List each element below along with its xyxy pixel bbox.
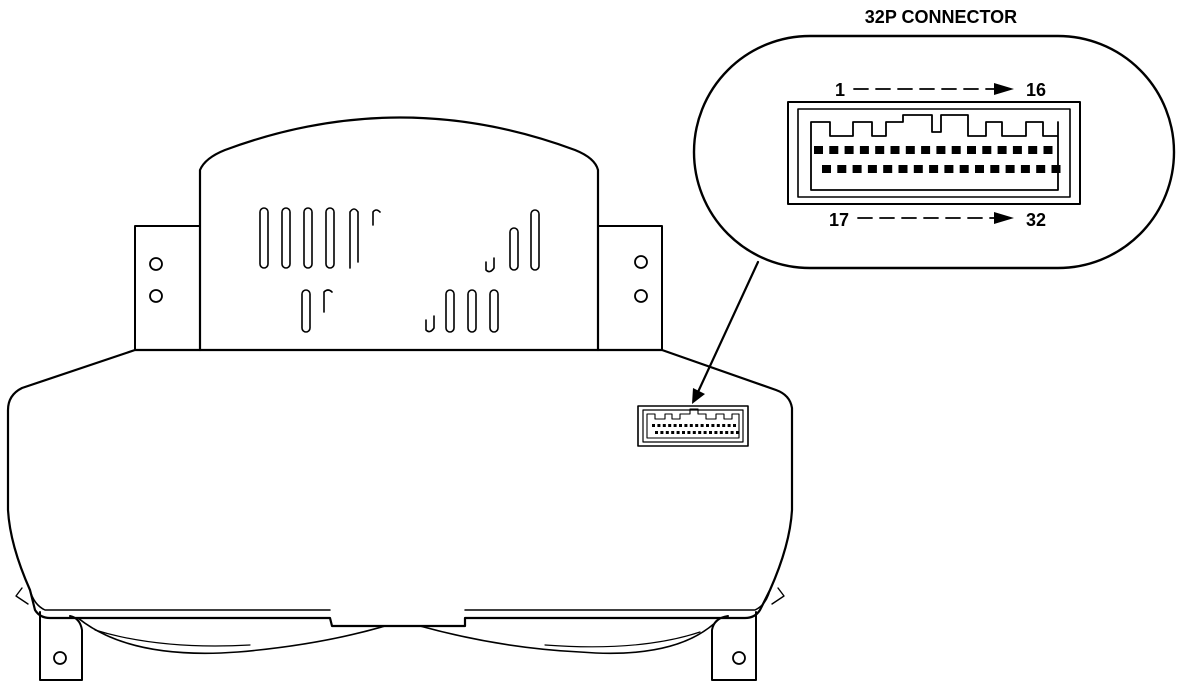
mini-connector-pin <box>725 431 729 434</box>
mini-connector-pin <box>722 424 726 427</box>
connector-pin <box>883 165 893 173</box>
mini-connector-pin <box>703 431 707 434</box>
mini-connector-pin <box>682 431 685 434</box>
connector-pin <box>913 165 923 173</box>
connector-pin <box>929 165 939 173</box>
connector-pin <box>982 146 992 154</box>
connector-pin <box>1036 165 1046 173</box>
mini-connector-pin <box>709 431 712 434</box>
mini-connector-pin <box>706 424 709 427</box>
mini-connector-pin <box>695 424 699 427</box>
mini-connector-pin <box>687 431 691 434</box>
connector-pin <box>890 146 900 154</box>
mini-connector-pin <box>676 431 680 434</box>
mini-connector-pin <box>727 424 731 427</box>
upper-hood <box>198 116 600 352</box>
connector-pin <box>867 165 877 173</box>
mini-connector-pin <box>679 424 682 427</box>
mini-connector-pin <box>662 424 666 427</box>
connector-pin <box>951 146 961 154</box>
mini-connector-pin <box>716 424 720 427</box>
mini-connector-pin <box>671 431 675 434</box>
bottom-arrowhead <box>994 212 1014 224</box>
connector-pin <box>1028 146 1038 154</box>
pin-row-top <box>814 146 1053 154</box>
bottom-right-tab <box>711 611 757 681</box>
mini-connector-pin <box>700 424 704 427</box>
mini-connector-pin <box>730 431 734 434</box>
connector-pin <box>1043 146 1053 154</box>
connector-pin <box>1020 165 1030 173</box>
connector-pin <box>921 146 931 154</box>
mini-connector-pin <box>665 431 669 434</box>
connector-pin <box>898 165 908 173</box>
mini-connector-pin <box>668 424 672 427</box>
connector-pin <box>859 146 869 154</box>
mini-connector-pin <box>673 424 677 427</box>
connector-pin <box>829 146 839 154</box>
connector-pin <box>967 146 976 154</box>
mini-connector-pin <box>684 424 688 427</box>
pin-start-top-label: 1 <box>835 80 845 100</box>
mini-connector-pin <box>733 424 736 427</box>
connector-pin <box>1012 146 1022 154</box>
connector-pin <box>1051 165 1061 173</box>
mini-connector-pin <box>736 431 739 434</box>
connector-pin <box>875 146 885 154</box>
connector-on-housing <box>637 405 749 447</box>
bottom-left-tab <box>39 611 83 681</box>
mini-connector-pin <box>652 424 655 427</box>
mini-connector-pin <box>714 431 718 434</box>
mini-connector-pin <box>660 431 664 434</box>
pin-end-top-label: 16 <box>1026 80 1046 100</box>
connector-pin <box>844 146 854 154</box>
connector-pin <box>975 165 984 173</box>
connector-pin <box>959 165 969 173</box>
pin-end-bottom-label: 32 <box>1026 210 1046 230</box>
connector-pin <box>997 146 1007 154</box>
mini-connector-pin <box>719 431 723 434</box>
connector-pin <box>837 165 847 173</box>
gauge-housing <box>6 348 794 655</box>
callout-title: 32P CONNECTOR <box>865 7 1017 27</box>
connector-callout: 32P CONNECTOR 1 16 17 32 <box>692 7 1176 270</box>
callout-pointer <box>692 260 760 404</box>
right-mount-bracket <box>597 225 663 351</box>
mini-connector-pin <box>657 424 661 427</box>
connector-pin <box>822 165 831 173</box>
mini-connector-pin <box>698 431 702 434</box>
mini-connector-pin <box>711 424 715 427</box>
pin-start-bottom-label: 17 <box>829 210 849 230</box>
mini-connector-pin <box>689 424 693 427</box>
connector-pin <box>852 165 862 173</box>
connector-pin <box>1005 165 1015 173</box>
mini-connector-pin <box>692 431 696 434</box>
mini-connector-pin <box>655 431 658 434</box>
connector-pin <box>990 165 1000 173</box>
connector-pin <box>936 146 946 154</box>
top-arrowhead <box>994 83 1014 95</box>
connector-pin <box>944 165 954 173</box>
pin-row-bottom <box>822 165 1061 173</box>
connector-pin <box>814 146 823 154</box>
left-mount-bracket <box>134 225 201 351</box>
connector-pin <box>905 146 915 154</box>
